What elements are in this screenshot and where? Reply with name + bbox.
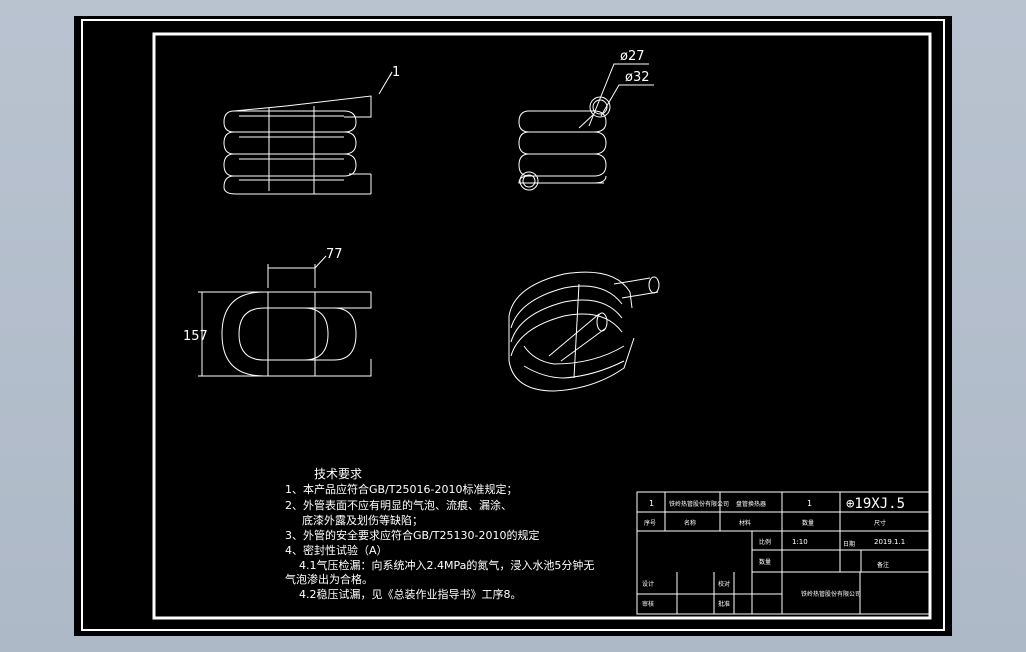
tb-part-name: 盘管换热器: [736, 500, 766, 508]
tech-line: 气泡渗出为合格。: [285, 572, 373, 586]
part-number-label: 1: [392, 65, 400, 80]
tech-line: 3、外管的安全要求应符合GB/T25130-2010的规定: [285, 528, 539, 542]
tech-line: 2、外管表面不应有明显的气泡、流痕、漏涂、: [285, 498, 512, 512]
tb-item-no: 1: [649, 499, 654, 508]
tb-weight-label: 数量: [759, 558, 771, 566]
tb-design: 设计: [642, 580, 654, 588]
tech-line: 4.2稳压试漏，见《总装作业指导书》工序8。: [299, 587, 522, 601]
tb-approve: 批准: [718, 600, 730, 608]
dim-inner-diameter: ø27: [620, 49, 645, 64]
coil-side-view: [518, 63, 654, 191]
title-block: 1 铁岭热管股份有限公司 盘管换热器 1 ⊕19XJ.5 序号 名称 材料 数量…: [636, 491, 930, 615]
tb-date-value: 2019.1.1: [874, 538, 905, 546]
tb-check: 审核: [642, 600, 654, 608]
tb-remark: 备注: [877, 561, 889, 569]
drawing-canvas[interactable]: 1 ø27 ø32 77 157: [74, 16, 952, 636]
tb-date-label: 日期: [843, 540, 855, 548]
tech-line: 底漆外露及划伤等缺陷；: [302, 513, 423, 527]
dim-width: 77: [326, 247, 343, 262]
tb-scale-label: 比例: [759, 538, 771, 546]
drawing-frame: [152, 32, 932, 620]
dim-outer-diameter: ø32: [625, 70, 650, 85]
tb-company: 铁岭热管股份有限公司: [801, 590, 861, 598]
tb-company-small: 铁岭热管股份有限公司: [669, 500, 729, 508]
tech-line: 4.1气压检漏：向系统冲入2.4MPa的氮气，浸入水池5分钟无: [299, 558, 594, 572]
tb-scale-value: 1:10: [792, 538, 808, 546]
tech-line: 1、本产品应符合GB/T25016-2010标准规定；: [285, 482, 517, 496]
tech-title: 技术要求: [314, 467, 362, 481]
technical-requirements: 技术要求 1、本产品应符合GB/T25016-2010标准规定； 2、外管表面不…: [285, 467, 594, 601]
coil-top-view: [198, 255, 372, 377]
tb-proof: 校对: [718, 580, 730, 588]
tb-header-no: 序号: [644, 519, 656, 527]
dim-height: 157: [183, 329, 208, 344]
tb-header-name: 名称: [684, 519, 696, 527]
tb-header-qty: 数量: [802, 519, 814, 527]
tb-header-size: 尺寸: [874, 519, 886, 527]
cad-viewport[interactable]: 1 ø27 ø32 77 157: [74, 16, 952, 636]
tech-line: 4、密封性试验（A）: [285, 543, 388, 557]
tb-qty: 1: [807, 499, 812, 508]
tb-code: ⊕19XJ.5: [846, 496, 905, 512]
sheet-outer-border: [81, 19, 945, 631]
coil-front-view: [223, 71, 393, 195]
tb-header-material: 材料: [739, 519, 751, 527]
coil-isometric-view: [508, 271, 660, 392]
